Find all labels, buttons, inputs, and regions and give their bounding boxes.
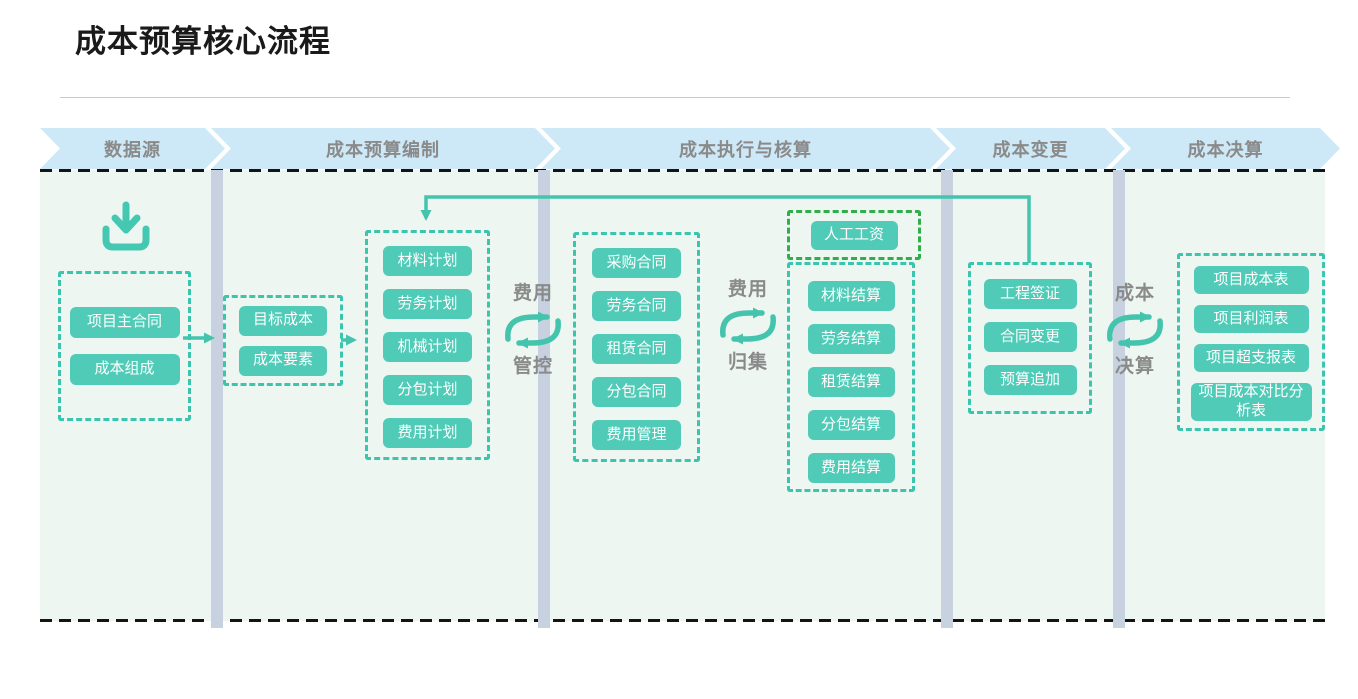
lane-banner-budget: 成本预算编制	[211, 128, 555, 169]
node-material-plan: 材料计划	[383, 246, 472, 276]
download-icon	[102, 201, 150, 251]
node-expense-settlement: 费用结算	[807, 453, 895, 483]
lane-label: 成本变更	[992, 139, 1069, 160]
node-subcontract-contract: 分包合同	[592, 377, 681, 407]
lane-separator	[1113, 170, 1125, 628]
node-subcontract-settlement: 分包结算	[807, 410, 895, 440]
budget-plan-group: 材料计划 劳务计划 机械计划 分包计划 费用计划	[365, 230, 490, 460]
node-purchase-contract: 采购合同	[592, 248, 681, 278]
page-title: 成本预算核心流程	[75, 24, 331, 59]
node-expense-plan: 费用计划	[383, 418, 472, 448]
title-divider	[60, 97, 1290, 98]
cycle-arrows-icon	[505, 311, 561, 349]
cycle-arrows-icon	[720, 307, 776, 345]
node-lease-settlement: 租赁结算	[807, 367, 895, 397]
node-project-profit-report: 项目利润表	[1193, 305, 1309, 333]
node-project-cost-compare-report: 项目成本对比分析表	[1190, 383, 1312, 421]
lane-label: 成本预算编制	[326, 139, 440, 160]
lane-label: 成本执行与核算	[679, 139, 812, 160]
node-labor-plan: 劳务计划	[383, 289, 472, 319]
cycle-bottom-label: 决算	[1114, 356, 1155, 377]
lane-separator	[941, 170, 953, 628]
node-labor-contract: 劳务合同	[592, 291, 681, 321]
labor-wage-group: 人工工资	[787, 210, 921, 260]
node-expense-management: 费用管理	[592, 420, 681, 450]
dashed-border-bottom	[40, 619, 1325, 622]
budget-basis-group: 目标成本 成本要素	[223, 295, 343, 386]
report-group: 项目成本表 项目利润表 项目超支报表 项目成本对比分析表	[1177, 253, 1325, 431]
lane-banner-data-source: 数据源	[40, 128, 225, 169]
node-lease-contract: 租赁合同	[592, 334, 681, 364]
node-contract-change: 合同变更	[983, 322, 1077, 352]
node-engineering-visa: 工程签证	[983, 279, 1077, 309]
node-target-cost: 目标成本	[239, 305, 327, 336]
node-labor-wage: 人工工资	[810, 220, 898, 250]
lane-label: 数据源	[104, 139, 161, 160]
node-cost-elements: 成本要素	[239, 345, 327, 376]
node-cost-composition: 成本组成	[69, 354, 180, 385]
cycle-arrows-icon	[1107, 311, 1163, 349]
cycle-bottom-label: 管控	[512, 356, 553, 377]
node-project-main-contract: 项目主合同	[69, 307, 180, 338]
node-material-settlement: 材料结算	[807, 281, 895, 311]
cycle-expense-control: 费用 管控	[490, 284, 576, 376]
cycle-cost-final: 成本 决算	[1091, 284, 1179, 376]
node-subcontract-plan: 分包计划	[383, 375, 472, 405]
node-budget-addition: 预算追加	[983, 365, 1077, 395]
cycle-top-label: 费用	[512, 283, 553, 304]
cycle-bottom-label: 归集	[727, 352, 768, 373]
lane-banner-execution: 成本执行与核算	[541, 128, 950, 169]
node-project-overrun-report: 项目超支报表	[1193, 344, 1309, 372]
dashed-border-top	[40, 169, 1325, 172]
settlement-group: 材料结算 劳务结算 租赁结算 分包结算 费用结算	[787, 262, 915, 492]
data-source-group: 项目主合同 成本组成	[58, 271, 191, 421]
lane-separator	[211, 170, 223, 628]
node-project-cost-report: 项目成本表	[1193, 266, 1309, 294]
lane-banner-final: 成本决算	[1111, 128, 1340, 169]
lane-separator	[538, 170, 550, 628]
node-labor-settlement: 劳务结算	[807, 324, 895, 354]
contract-group: 采购合同 劳务合同 租赁合同 分包合同 费用管理	[573, 232, 700, 462]
cycle-expense-collection: 费用 归集	[705, 280, 791, 372]
cycle-top-label: 费用	[727, 279, 768, 300]
node-machinery-plan: 机械计划	[383, 332, 472, 362]
cost-change-group: 工程签证 合同变更 预算追加	[968, 262, 1092, 414]
lane-label: 成本决算	[1187, 139, 1264, 160]
lane-banner-change: 成本变更	[936, 128, 1125, 169]
cycle-top-label: 成本	[1114, 283, 1155, 304]
